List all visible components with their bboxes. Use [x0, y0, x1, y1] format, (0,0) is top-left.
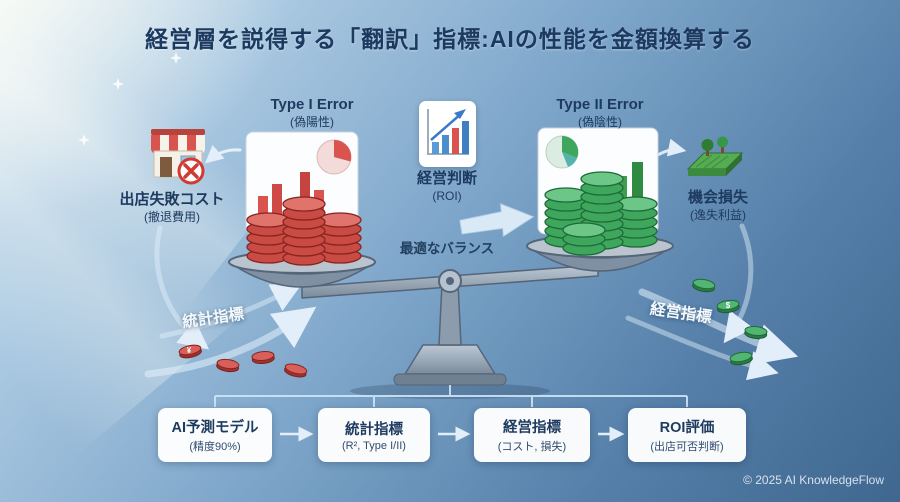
opportunity-loss-label: 機会損失 (逸失利益)	[660, 189, 776, 223]
type1-error-title: Type I Error	[270, 96, 354, 113]
flow-box-sub: (精度90%)	[189, 441, 241, 453]
opportunity-loss-title: 機会損失	[687, 189, 748, 206]
flow-box-business-metrics: 経営指標 (コスト, 損失)	[474, 408, 590, 462]
scattered-red-coins: ¥	[177, 342, 309, 380]
scale-base	[393, 373, 507, 386]
page-title: 経営層を説得する「翻訳」指標:AIの性能を金額換算する	[145, 26, 755, 52]
management-judgment-sub: (ROI)	[432, 188, 462, 203]
flow-box-title: ROI評価	[659, 420, 715, 436]
flow-box-title: AI予測モデル	[171, 420, 259, 436]
flow-box-title: 経営指標	[503, 420, 561, 436]
left-flow-arrows	[144, 144, 317, 378]
scattered-green-coins: $	[691, 277, 768, 367]
field-icon	[686, 135, 744, 190]
flow-box-roi-evaluation: ROI評価 (出店可否判断)	[628, 408, 746, 462]
flow-box-statistical-metrics: 統計指標 (R², Type I/II)	[318, 408, 430, 462]
flow-box-sub: (コスト, 損失)	[497, 441, 567, 453]
store-failure-cost-title: 出店失敗コスト	[119, 191, 225, 208]
scale-pivot-center	[446, 277, 454, 285]
roi-chart-icon	[419, 101, 476, 167]
type1-error-label: Type I Error (偽陽性)	[252, 96, 372, 130]
dollar-coin-symbol: $	[726, 301, 731, 310]
flow-box-sub: (出店可否判断)	[650, 441, 724, 453]
opportunity-loss-sub: (逸失利益)	[690, 207, 746, 222]
management-judgment-title: 経営判断	[416, 170, 477, 187]
store-failure-cost-sub: (撤退費用)	[144, 209, 200, 224]
store-icon	[147, 123, 209, 192]
balance-direction-arrow	[459, 202, 535, 238]
type1-error-sub: (偽陽性)	[290, 114, 334, 129]
management-judgment-label: 経営判断 (ROI)	[402, 170, 492, 204]
scale-pedestal	[404, 344, 496, 375]
yen-coin-symbol: ¥	[187, 346, 192, 355]
flow-box-sub: (R², Type I/II)	[342, 440, 406, 452]
type2-error-label: Type II Error (偽陰性)	[540, 96, 660, 130]
right-flow-arrows	[625, 138, 799, 381]
flow-connector-lines	[214, 385, 688, 407]
flow-box-ai-model: AI予測モデル (精度90%)	[158, 408, 272, 462]
flow-box-title: 統計指標	[345, 422, 403, 438]
type2-error-title: Type II Error	[556, 96, 644, 113]
optimal-balance-label: 最適なバランス	[399, 241, 495, 256]
store-failure-cost-label: 出店失敗コスト (撤退費用)	[107, 191, 237, 225]
type2-error-sub: (偽陰性)	[578, 114, 622, 129]
copyright-label: © 2025 AI KnowledgeFlow	[743, 473, 884, 487]
